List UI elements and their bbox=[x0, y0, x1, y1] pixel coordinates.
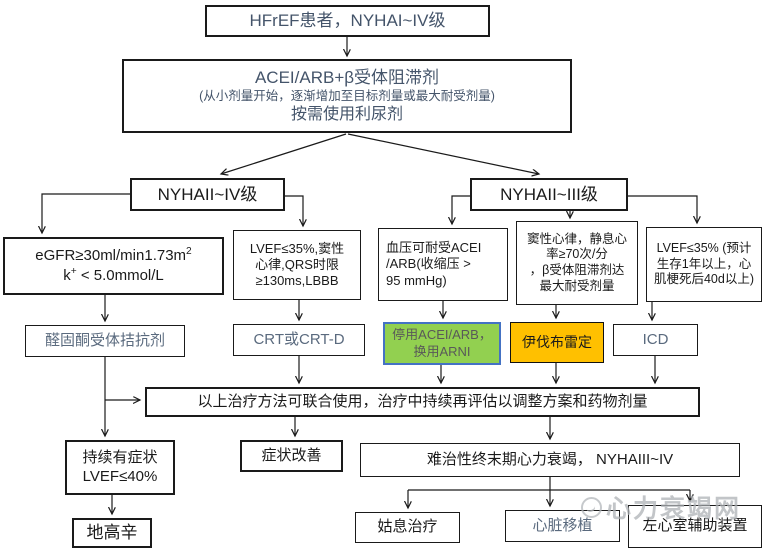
text-line: 换用ARNI bbox=[413, 343, 471, 359]
connector-therapy-to-nyha23 bbox=[347, 133, 539, 174]
node-persistent-symptoms: 持续有症状 LVEF≤40% bbox=[65, 440, 175, 495]
node-initial-therapy: ACEI/ARB+β受体阻滞剂 (从小剂量开始，逐渐增加至目标剂量或最大耐受剂量… bbox=[122, 59, 572, 133]
text-line: 血压可耐受ACEI bbox=[386, 240, 482, 256]
text-line: ，β受体阻滞剂达 bbox=[529, 263, 625, 277]
node-heart-transplant: 心脏移植 bbox=[505, 510, 620, 542]
node-egfr-criteria: eGFR≥30ml/min1.73m2 k+ < 5.0mmol/L bbox=[3, 237, 224, 295]
node-arni-therapy: 停用ACEI/ARB， 换用ARNI bbox=[383, 322, 501, 365]
text-line: /ARB(收缩压 > bbox=[386, 256, 471, 272]
text-line: LVEF≤35%,窦性 bbox=[249, 240, 345, 256]
node-lvad: 左心室辅助装置 bbox=[628, 505, 762, 548]
text-line: ACEI/ARB+β受体阻滞剂 bbox=[254, 67, 440, 87]
connector-refractory-split bbox=[408, 477, 690, 491]
connector-nyha23-to-bp bbox=[452, 195, 470, 224]
text-line: 生存1年以上，心 bbox=[656, 256, 752, 271]
connector-nyha24-to-egfr bbox=[42, 193, 130, 233]
node-crt-criteria: LVEF≤35%,窦性 心律,QRS时限 ≥130ms,LBBB bbox=[233, 230, 361, 300]
text-line: 率≥70次/分 bbox=[546, 247, 608, 262]
node-icd-therapy: ICD bbox=[613, 324, 698, 356]
text-line: 心律,QRS时限 bbox=[255, 256, 339, 272]
text-line: eGFR≥30ml/min1.73m2 bbox=[35, 246, 192, 265]
text-line: LVEF≤35% (预计 bbox=[656, 241, 752, 256]
text-line: 95 mmHg) bbox=[386, 272, 447, 288]
node-combine-note: 以上治疗方法可联合使用，治疗中持续再评估以调整方案和药物剂量 bbox=[145, 387, 700, 417]
text-line: (从小剂量开始，逐渐增加至目标剂量或最大耐受剂量) bbox=[199, 88, 495, 103]
node-mra-therapy: 醛固酮受体拮抗剂 bbox=[25, 325, 185, 357]
node-nyha-ii-iii: NYHAII~III级 bbox=[470, 178, 628, 211]
text-line: 窦性心律，静息心 bbox=[526, 231, 627, 246]
connector-nyha23-to-icdcriteria bbox=[628, 195, 697, 223]
node-ivabradine-therapy: 伊伐布雷定 bbox=[510, 322, 604, 363]
node-symptoms-improved: 症状改善 bbox=[240, 440, 343, 472]
node-crt-therapy: CRT或CRT-D bbox=[233, 324, 365, 356]
node-bp-criteria: 血压可耐受ACEI /ARB(收缩压 > 95 mmHg) bbox=[378, 228, 508, 301]
text-line: k+ < 5.0mmol/L bbox=[63, 266, 164, 284]
text-line: 最大耐受剂量 bbox=[539, 278, 615, 293]
node-icd-criteria: LVEF≤35% (预计 生存1年以上，心 肌梗死后40d以上) bbox=[646, 227, 762, 302]
node-sinus-criteria: 窦性心律，静息心 率≥70次/分 ，β受体阻滞剂达 最大耐受剂量 bbox=[516, 221, 638, 305]
node-refractory-hf: 难治性终末期心力衰竭， NYHAIII~IV bbox=[360, 443, 740, 477]
connector-therapy-to-nyha24 bbox=[221, 133, 347, 174]
text-line: 按需使用利尿剂 bbox=[290, 106, 403, 124]
node-digoxin: 地高辛 bbox=[72, 518, 152, 548]
text-line: ≥130ms,LBBB bbox=[255, 273, 339, 289]
text-line: 停用ACEI/ARB， bbox=[392, 327, 492, 343]
node-hfref-patient: HFrEF患者，NYHAI~IV级 bbox=[205, 5, 490, 37]
node-nyha-ii-iv: NYHAII~IV级 bbox=[130, 178, 285, 211]
node-palliative-care: 姑息治疗 bbox=[355, 512, 460, 543]
text-line: 持续有症状 bbox=[82, 448, 158, 466]
text-line: LVEF≤40% bbox=[82, 467, 158, 485]
connector-nyha24-to-crtcriteria bbox=[285, 195, 303, 226]
text-line: 肌梗死后40d以上) bbox=[653, 272, 755, 287]
